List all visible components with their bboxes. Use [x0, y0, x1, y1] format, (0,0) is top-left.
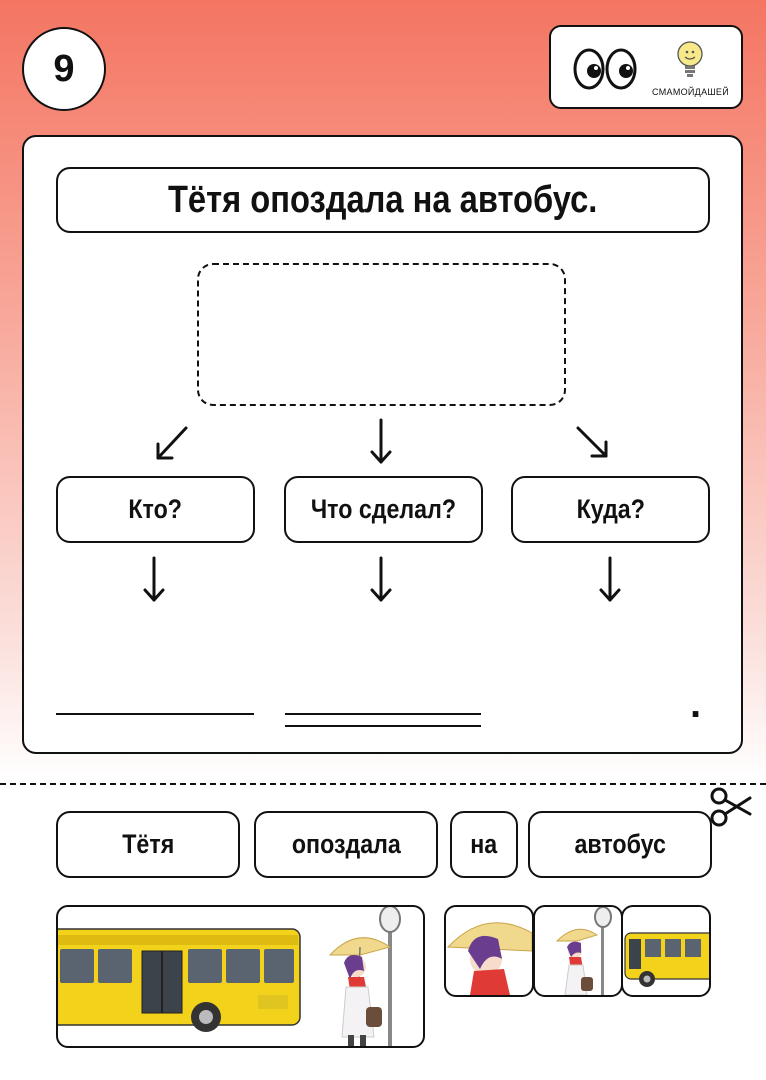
page-number-badge: 9 [22, 27, 106, 111]
picture-drop-zone[interactable] [197, 263, 566, 406]
picture-card-bus-woman[interactable] [56, 905, 425, 1048]
logo-text: СМАМОЙДАШЕЙ [652, 87, 729, 97]
bus-illustration [624, 932, 709, 987]
question-who: Кто? [56, 476, 255, 543]
arrow-down-left-icon [156, 426, 188, 460]
question-what-did: Что сделал? [284, 476, 483, 543]
page-number: 9 [53, 47, 75, 90]
sentence-text: Тётя опоздала на автобус. [168, 178, 598, 221]
arrow-down-icon [599, 556, 621, 602]
question-where: Куда? [511, 476, 710, 543]
picture-card-woman-stop[interactable] [533, 905, 623, 997]
arrow-down-icon [370, 556, 392, 602]
word-card[interactable]: автобус [528, 811, 712, 878]
woman-at-stop-illustration [555, 907, 612, 995]
woman-closeup-illustration [446, 922, 532, 995]
cut-line [0, 783, 766, 785]
picture-card-woman-closeup[interactable] [444, 905, 534, 997]
word-card[interactable]: опоздала [254, 811, 438, 878]
subject-answer-line[interactable] [56, 713, 254, 715]
logo: СМАМОЙДАШЕЙ [549, 25, 743, 109]
bus-stop-icon [379, 907, 401, 1046]
arrow-down-icon [370, 418, 392, 464]
word-card[interactable]: Тётя [56, 811, 240, 878]
predicate-answer-line-top[interactable] [285, 713, 481, 715]
bus-icon [58, 928, 301, 1032]
ending-mark: . [690, 682, 702, 726]
arrows-layer [143, 418, 621, 602]
logo-eyes-icon [573, 48, 637, 90]
lightbulb-icon [677, 41, 703, 77]
sentence-box: Тётя опоздала на автобус. [56, 167, 710, 233]
woman-with-umbrella-icon [328, 937, 392, 1046]
predicate-answer-line-bottom[interactable] [285, 725, 481, 727]
scissors-icon [710, 787, 752, 827]
bus-and-woman-illustration [58, 907, 401, 1046]
picture-card-bus[interactable] [621, 905, 711, 997]
arrow-down-right-icon [576, 426, 608, 458]
arrow-down-icon [143, 556, 165, 602]
word-card[interactable]: на [450, 811, 518, 878]
